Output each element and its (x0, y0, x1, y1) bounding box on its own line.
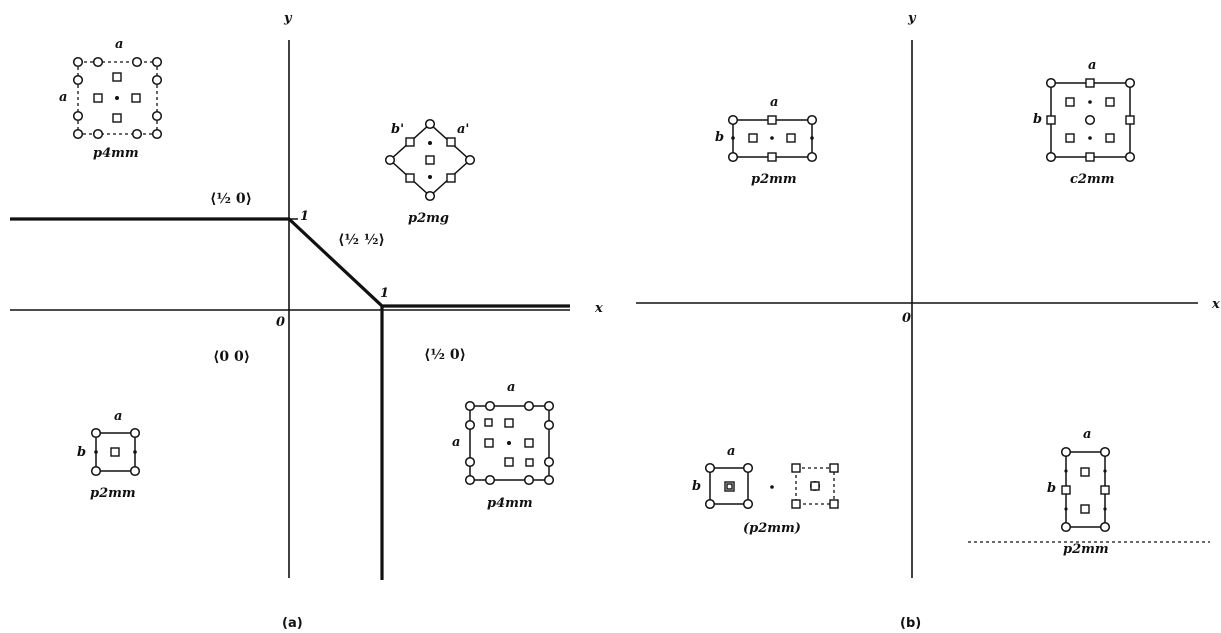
p2mm-cell-top-left-b: a b p2mm (715, 95, 818, 187)
group-label-p2mm-bottom-left: p2mm (90, 486, 136, 501)
lattice-b-label-c2mm: b (1033, 112, 1042, 127)
x-axis-label-a: x (594, 301, 603, 316)
x-axis-label-b: x (1211, 297, 1220, 312)
group-label-p2mm-pair: (p2mm) (743, 521, 801, 536)
tick-label-y: 1 (300, 209, 309, 224)
group-label-p4mm-bottom-right: p4mm (487, 496, 533, 511)
origin-label-a: 0 (276, 315, 285, 330)
group-label-p2mg: p2mg (408, 211, 449, 226)
p2mm-cell-bottom-right-b: a b p2mm (968, 427, 1210, 557)
lattice-a-label: a (115, 37, 123, 52)
lattice-a-label-b-br: a (1083, 427, 1091, 442)
y-axis-label-a: y (283, 11, 293, 26)
group-label-c2mm: c2mm (1070, 172, 1114, 187)
lattice-a-label-c2mm: a (1088, 58, 1096, 73)
lattice-b-label-pair: b (692, 479, 701, 494)
group-label-p2mm-b-tl: p2mm (751, 172, 797, 187)
p2mg-cell: b' a' p2mg (384, 118, 476, 226)
p4mm-cell-top-left: a a p4mm (59, 37, 163, 161)
tick-label-x: 1 (380, 286, 389, 301)
p4mm-cell-bottom-right: a a p4mm (452, 380, 555, 511)
group-label-p4mm-top-left: p4mm (93, 146, 139, 161)
panel-a-caption: (a) (282, 616, 303, 631)
p2mm-pair-cells: a b (p2mm) (692, 444, 839, 536)
panel-b-caption: (b) (900, 616, 921, 631)
lattice-a-label-b-tl: a (770, 95, 778, 110)
c2mm-cell: a b c2mm (1033, 58, 1136, 187)
panel-b: x y 0 a b p2mm (636, 11, 1220, 631)
lattice-b-prime-label: b' (391, 122, 404, 137)
lattice-side-label-br: a (452, 435, 460, 450)
group-label-p2mm-b-br: p2mm (1063, 542, 1109, 557)
region-label-lower-right: ⟨½ 0⟩ (424, 347, 466, 363)
lattice-b-label-b-br: b (1047, 481, 1056, 496)
region-label-diagonal: ⟨½ ½⟩ (338, 232, 385, 248)
lattice-b-label-b-tl: b (715, 130, 724, 145)
lattice-side-label: a (59, 90, 67, 105)
lattice-b-label-bl: b (77, 445, 86, 460)
p2mm-cell-bottom-left: a b p2mm (77, 409, 141, 501)
region-label-origin: ⟨0 0⟩ (213, 349, 250, 365)
phase-boundary-upper (10, 217, 570, 308)
lattice-a-prime-label: a' (457, 122, 469, 137)
lattice-a-label-bl: a (114, 409, 122, 424)
y-axis-label-b: y (907, 11, 917, 26)
region-label-upper-left: ⟨½ 0⟩ (210, 191, 252, 207)
origin-label-b: 0 (902, 311, 911, 326)
lattice-a-label-br: a (507, 380, 515, 395)
panel-a: x y 0 1 1 ⟨½ 0⟩ ⟨½ ½⟩ ⟨0 0⟩ ⟨½ 0⟩ (10, 11, 603, 631)
lattice-a-label-pair: a (727, 444, 735, 459)
